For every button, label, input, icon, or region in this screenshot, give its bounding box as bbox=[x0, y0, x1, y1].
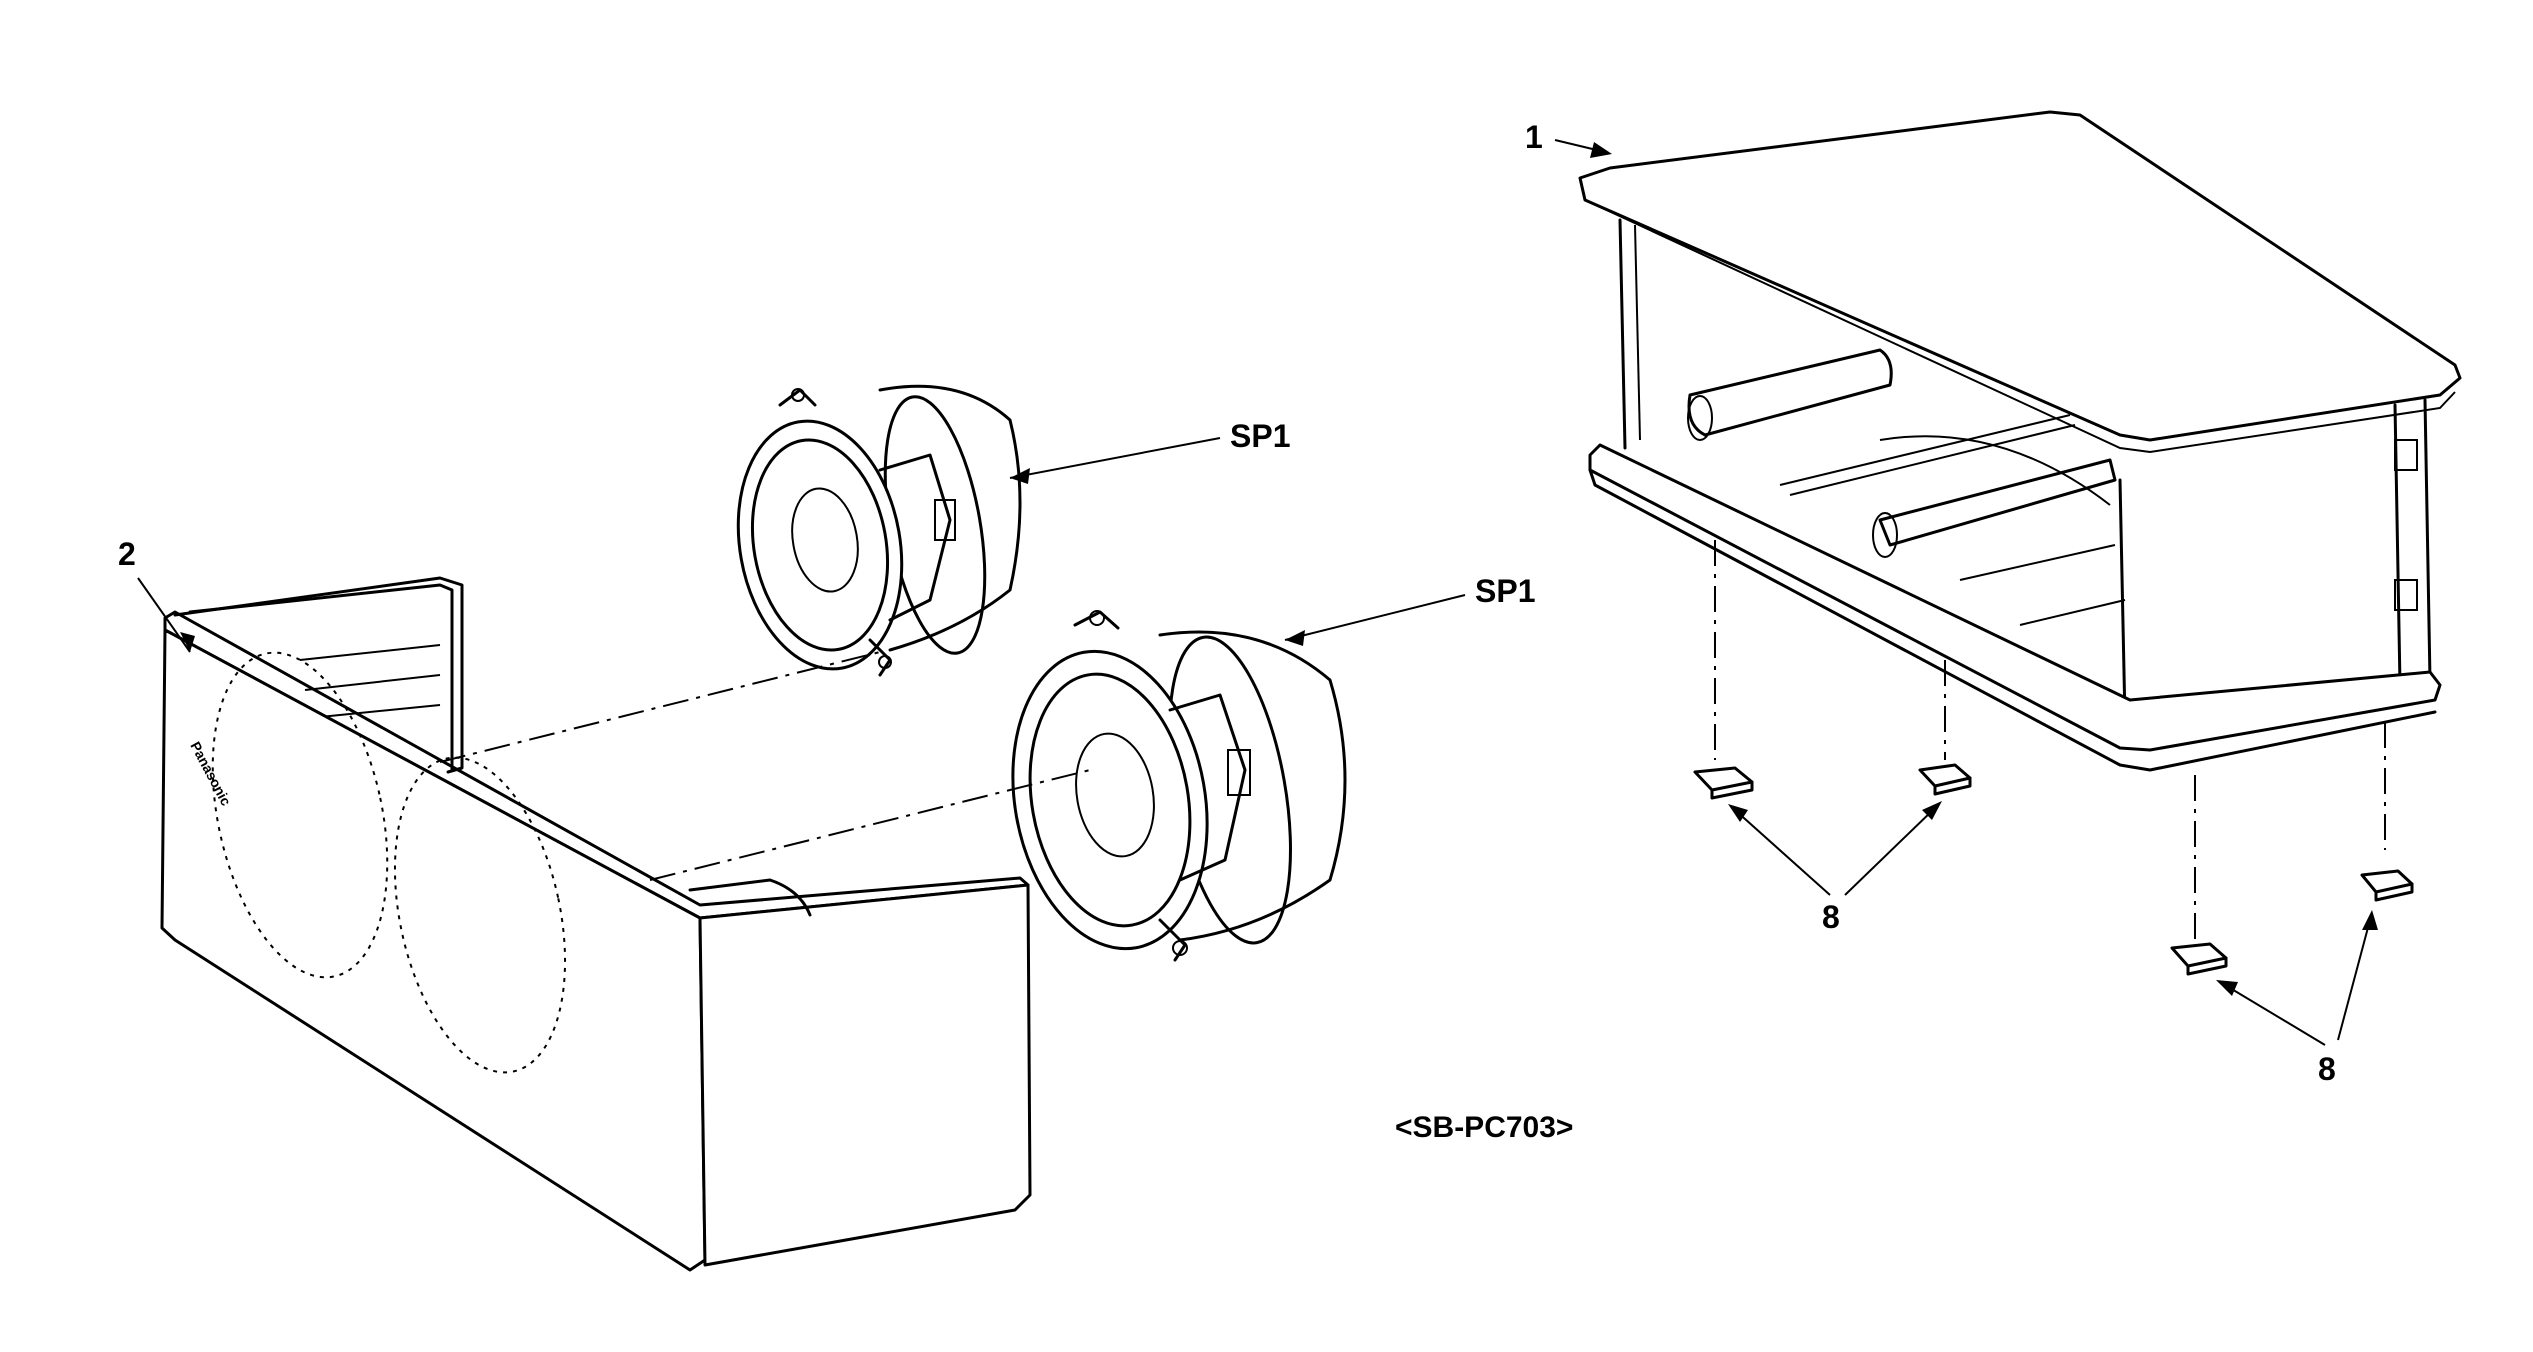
callout-sp1-lower: SP1 bbox=[1475, 573, 1535, 609]
callout-part-8-right: 8 bbox=[2318, 1051, 2336, 1087]
callout-arrow-sp1-lower bbox=[1284, 594, 1466, 646]
rubber-foot-3 bbox=[2170, 942, 2228, 976]
speaker-sp1-upper bbox=[736, 384, 1022, 677]
callout-sp1-upper: SP1 bbox=[1230, 418, 1290, 454]
callout-part-8-left: 8 bbox=[1822, 899, 1840, 935]
callout-arrow-part-1 bbox=[1554, 139, 1612, 158]
foot-guide-lines bbox=[1714, 540, 2386, 940]
rubber-foot-1 bbox=[1693, 766, 1754, 800]
cabinet-part-1 bbox=[1578, 110, 2462, 772]
callout-arrow-part-2 bbox=[137, 577, 195, 653]
model-caption: <SB-PC703> bbox=[1395, 1111, 1573, 1144]
rubber-foot-4 bbox=[2360, 869, 2414, 902]
callout-part-1: 1 bbox=[1525, 119, 1543, 155]
rubber-foot-2 bbox=[1918, 763, 1972, 796]
callout-part-2: 2 bbox=[118, 536, 136, 572]
speaker-sp1-lower bbox=[1011, 610, 1347, 962]
callout-arrows-part-8-right bbox=[2216, 910, 2378, 1046]
callout-arrow-sp1-upper bbox=[1009, 437, 1221, 484]
callout-arrows-part-8-left bbox=[1728, 801, 1942, 896]
assembly-guide-lines bbox=[439, 651, 1091, 881]
front-grille-part-2 bbox=[160, 576, 1032, 1272]
